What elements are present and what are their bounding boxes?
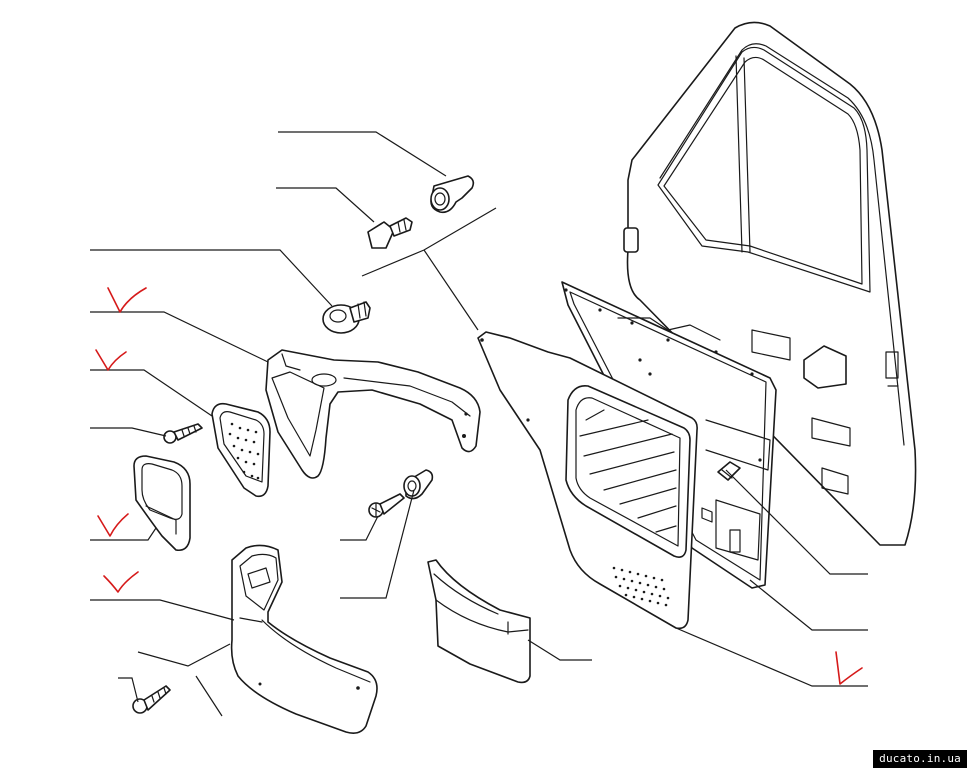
check-tick-icon <box>835 651 863 685</box>
speaker-grille <box>211 402 271 498</box>
handle-bezel <box>133 455 191 552</box>
door-shell <box>623 21 917 546</box>
screw-bottom-left <box>132 685 171 714</box>
plastic-rivet-top <box>430 175 475 214</box>
watermark: ducato.in.ua <box>873 750 967 768</box>
screw-middle <box>368 493 405 518</box>
rivet-middle <box>403 469 434 500</box>
leader-lines <box>90 131 868 717</box>
push-fastener <box>322 301 371 334</box>
check-tick-icon <box>97 513 129 537</box>
check-tick-icon <box>107 287 147 313</box>
screw-left <box>163 423 203 444</box>
lower-storage-pocket <box>230 544 378 734</box>
door-trim-panel <box>477 331 741 630</box>
screw-with-clip <box>367 217 413 249</box>
armrest-handle <box>265 349 481 479</box>
speaker-grille-dots <box>612 566 670 607</box>
check-marks <box>95 287 863 685</box>
check-tick-icon <box>95 349 127 371</box>
check-tick-icon <box>103 571 139 593</box>
bottom-pocket <box>427 559 531 684</box>
